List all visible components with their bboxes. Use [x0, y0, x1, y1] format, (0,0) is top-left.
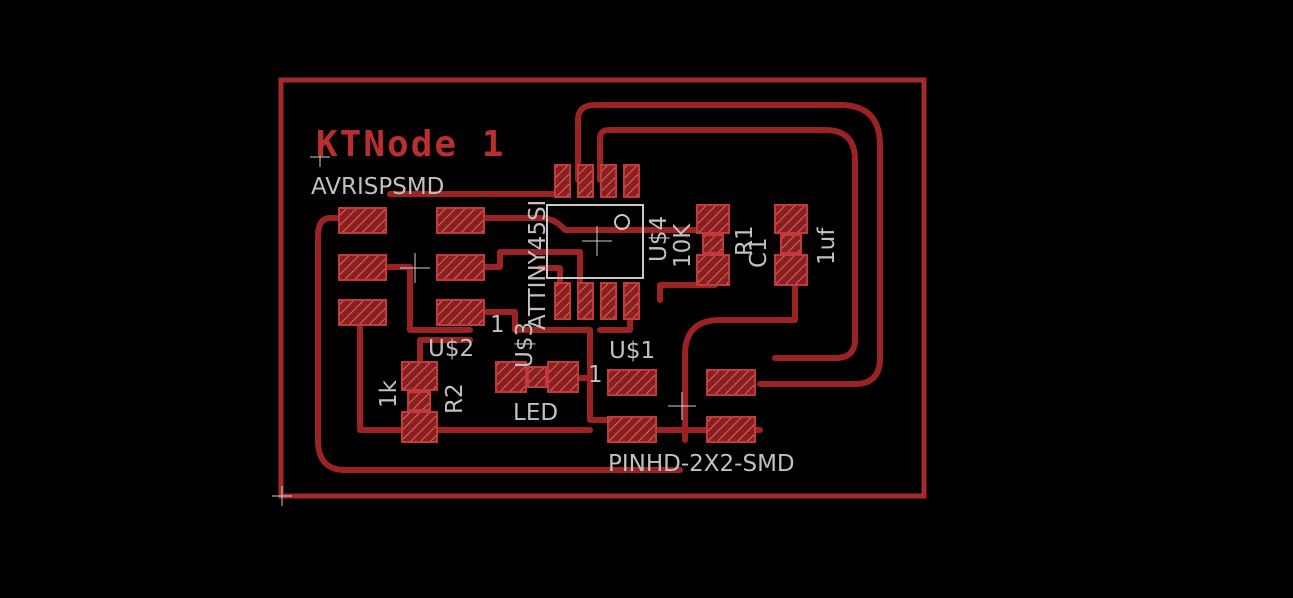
led-component	[495, 361, 579, 393]
c1-value-label: 1uf	[814, 227, 840, 265]
board-outline	[278, 77, 927, 499]
attiny-chip	[546, 164, 644, 320]
r1-ref-label: R1	[732, 225, 758, 256]
header-name-label: PINHD-2X2-SMD	[608, 451, 795, 477]
r1-value-label: 10K	[670, 223, 696, 268]
avrisp-connector	[338, 207, 485, 326]
led-name-label: LED	[513, 400, 558, 426]
avrisp-pin1-label: 1	[490, 312, 505, 338]
r2-value-label: 1k	[376, 379, 402, 408]
board-title: KTNode 1	[316, 124, 505, 165]
c1-ref-label: C1	[746, 237, 772, 268]
origin-marks	[272, 147, 330, 506]
pin-header	[607, 369, 756, 443]
led-ref-label: U$3	[512, 322, 538, 368]
capacitor-c1	[774, 204, 808, 286]
r2-ref-label: R2	[442, 383, 468, 414]
led-pin1-label: 1	[588, 362, 603, 388]
chip-name-label: ATTINY45SI	[525, 200, 551, 330]
header-ref-label: U$1	[609, 338, 655, 364]
resistor-r1	[696, 204, 730, 286]
resistor-r2	[401, 361, 438, 443]
chip-ref-label: U$4	[646, 216, 672, 262]
avrisp-name-label: AVRISPSMD	[311, 174, 444, 200]
avrisp-ref-label: U$2	[428, 336, 474, 362]
